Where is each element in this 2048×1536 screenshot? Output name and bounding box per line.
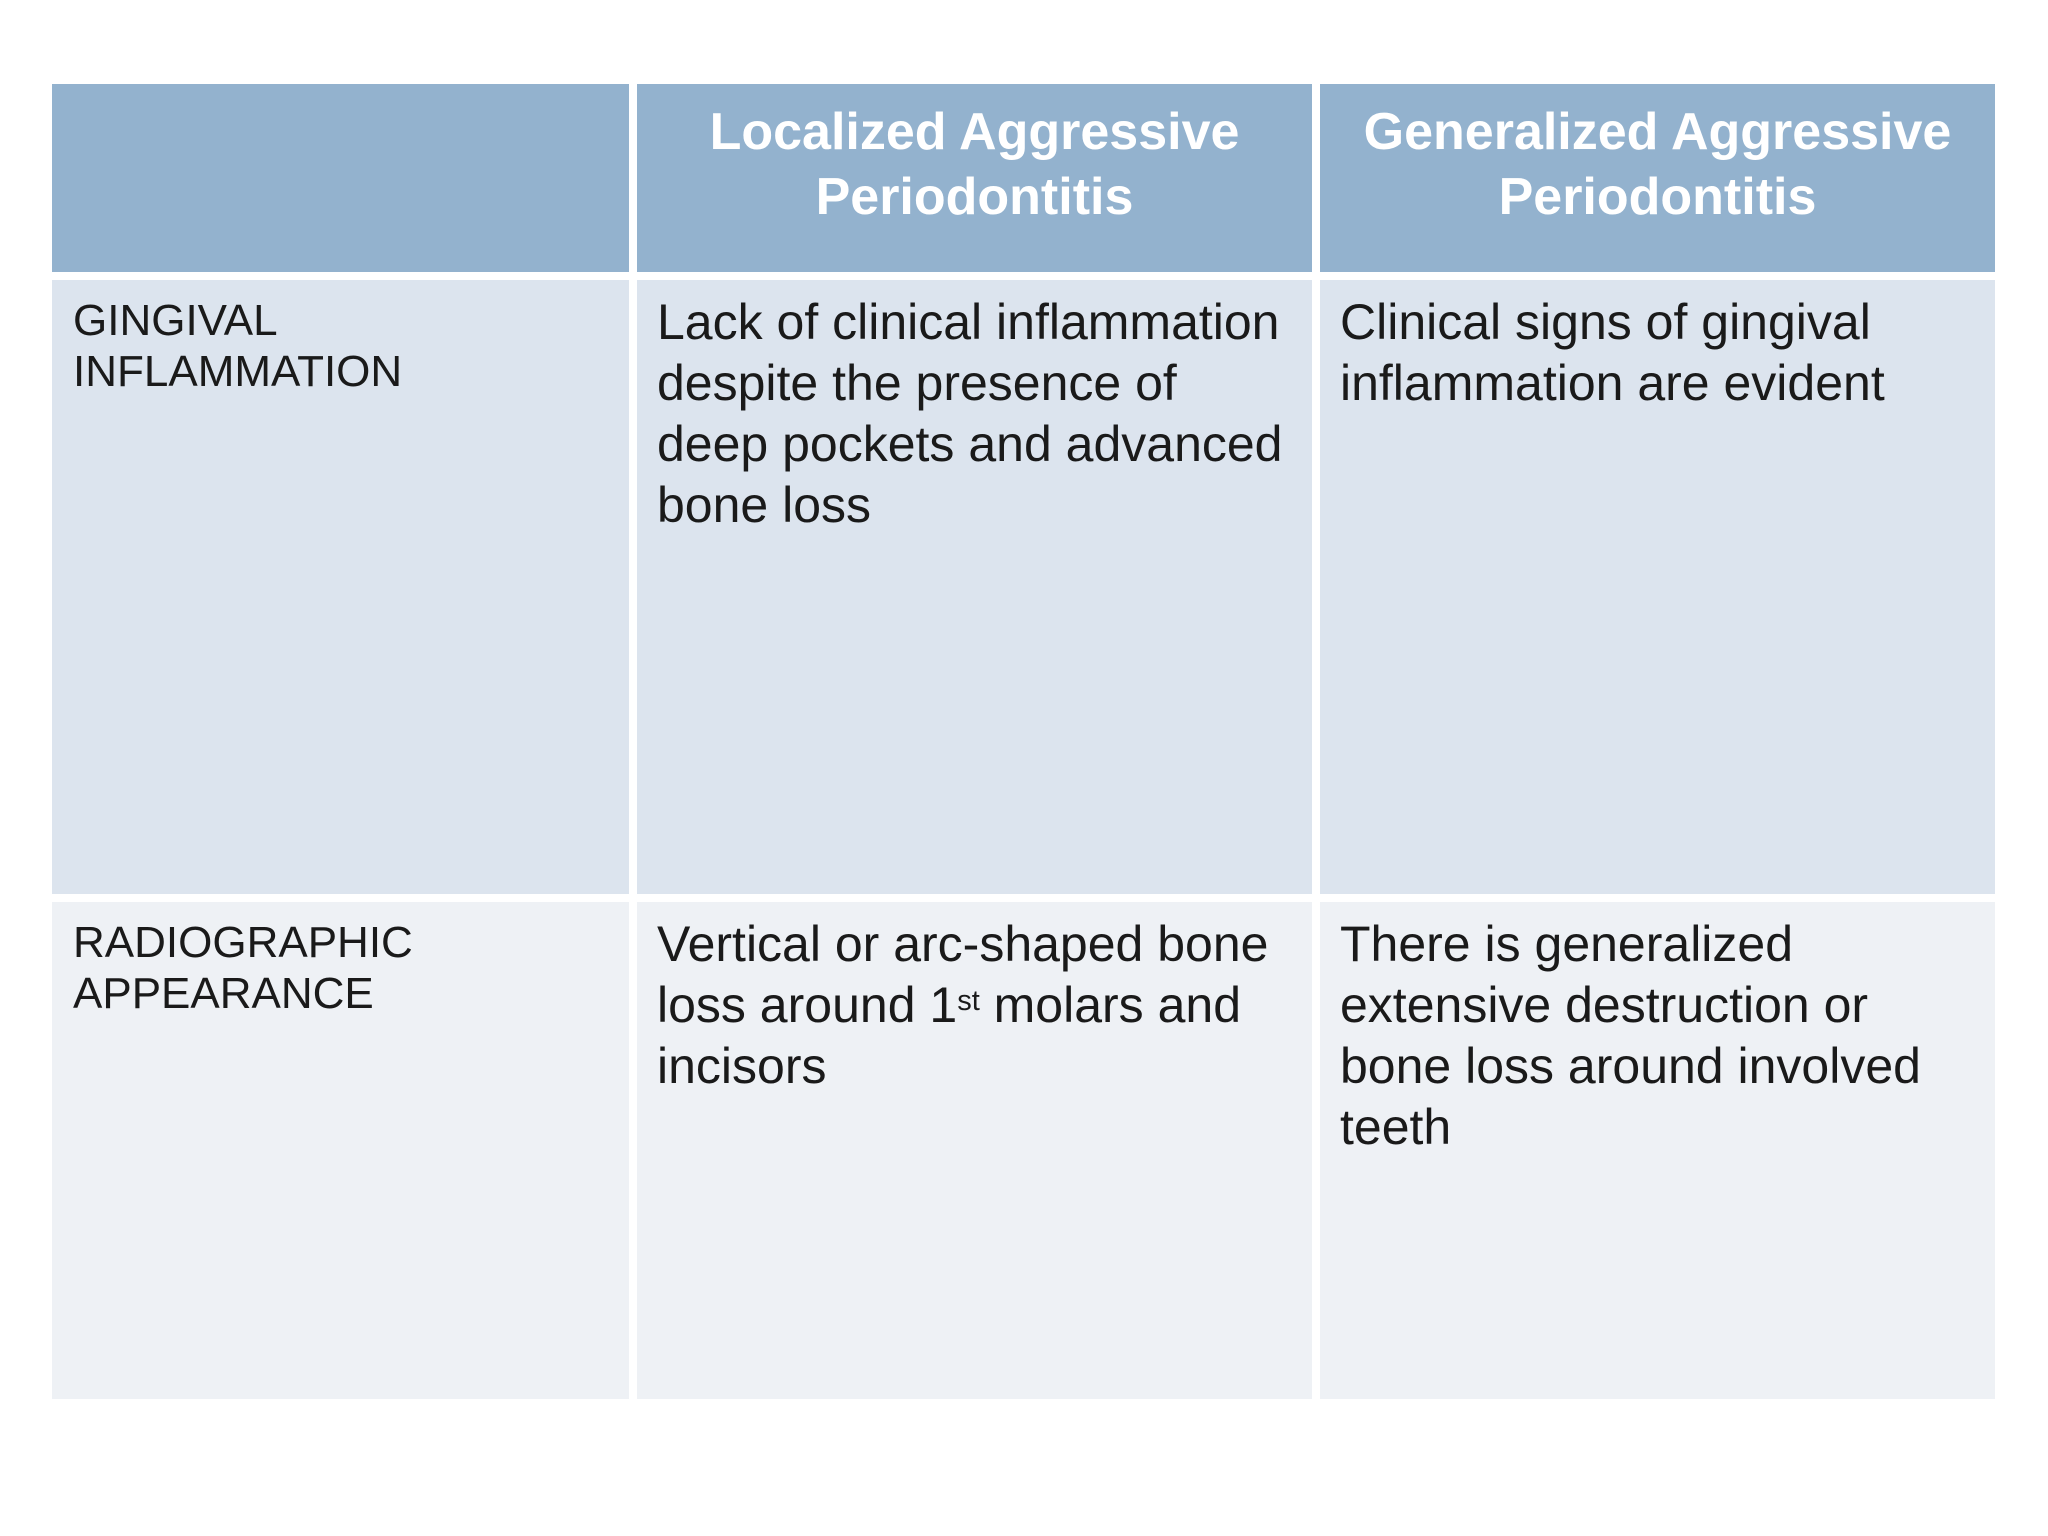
row-header-radiographic-appearance-label: RADIOGRAPHIC APPEARANCE	[73, 918, 413, 1018]
column-header-localized: Localized Aggressive Periodontitis	[637, 84, 1312, 272]
column-header-localized-label: Localized Aggressive Periodontitis	[709, 103, 1240, 226]
ordinal-superscript-st: st	[957, 984, 980, 1017]
cell-radiographic-generalized-text: There is generalized extensive destructi…	[1340, 916, 1921, 1155]
cell-gingival-generalized-text: Clinical signs of gingival inflammation …	[1340, 294, 1885, 411]
column-header-generalized: Generalized Aggressive Periodontitis	[1320, 84, 1995, 272]
row-header-gingival-inflammation: GINGIVAL INFLAMMATION	[52, 280, 629, 894]
column-header-generalized-label: Generalized Aggressive Periodontitis	[1363, 103, 1952, 226]
periodontitis-comparison-table: Localized Aggressive Periodontitis Gener…	[52, 84, 1995, 1399]
cell-gingival-localized: Lack of clinical inflammation despite th…	[637, 280, 1312, 894]
row-header-gingival-inflammation-label: GINGIVAL INFLAMMATION	[73, 296, 403, 396]
cell-radiographic-localized: Vertical or arc-shaped bone loss around …	[637, 902, 1312, 1399]
corner-header-cell	[52, 84, 629, 272]
cell-radiographic-localized-text-end: molars and incisors	[657, 977, 1241, 1094]
row-header-radiographic-appearance: RADIOGRAPHIC APPEARANCE	[52, 902, 629, 1399]
cell-gingival-localized-text: Lack of clinical inflammation despite th…	[657, 294, 1283, 533]
cell-gingival-generalized: Clinical signs of gingival inflammation …	[1320, 280, 1995, 894]
cell-radiographic-localized-text-start: Vertical or arc-shaped bone loss around …	[657, 916, 1269, 1033]
cell-radiographic-generalized: There is generalized extensive destructi…	[1320, 902, 1995, 1399]
